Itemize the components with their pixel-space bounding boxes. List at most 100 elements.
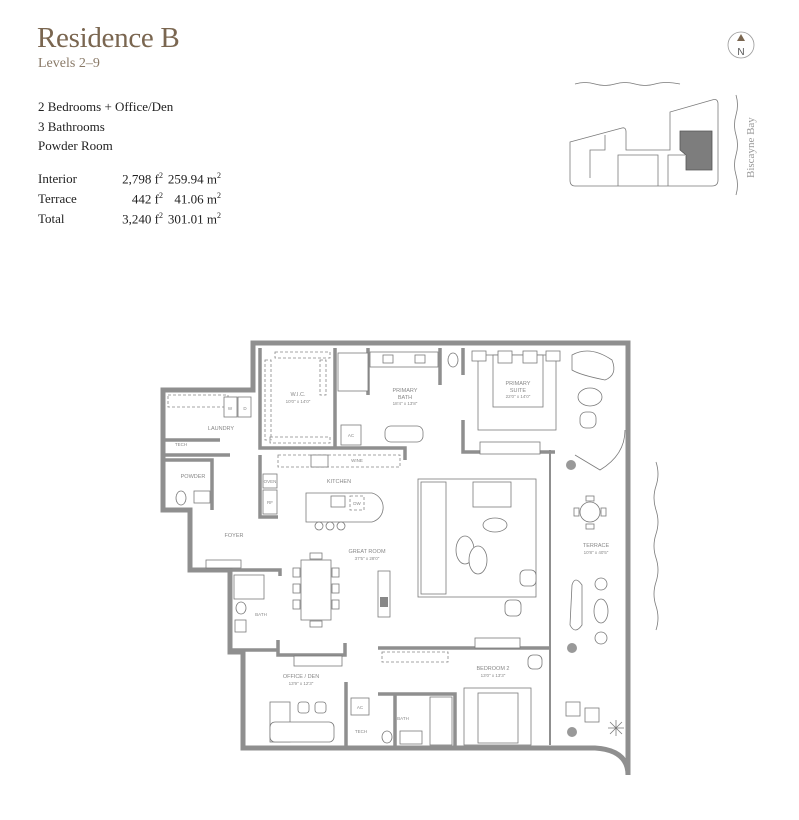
- unit-sup: 2: [159, 211, 163, 220]
- dishwasher: [349, 495, 365, 511]
- unit-sup: 2: [217, 211, 221, 220]
- toilet-icon: [381, 730, 393, 744]
- toilet-icon: [175, 490, 187, 506]
- toilet-icon: [235, 601, 247, 615]
- ottoman: [577, 387, 603, 407]
- laundry-counter: [167, 394, 229, 408]
- unit-sup: 2: [159, 171, 163, 180]
- kitchen-counter: [277, 454, 401, 468]
- oven-label: OVEN: [264, 479, 277, 484]
- sofa: [420, 481, 447, 595]
- room-dim-primary-suite: 22'0" x 14'0": [506, 394, 531, 399]
- area-row-terrace: Terrace 442 f2 41.06 m2: [38, 191, 238, 209]
- room-label-primary-suite-2: SUITE: [510, 388, 527, 394]
- closet: [381, 651, 449, 663]
- room-dim-great-room: 37'5" x 28'0": [355, 556, 380, 561]
- washer-label: W: [228, 406, 233, 411]
- dresser: [474, 637, 521, 649]
- sink-icon: [234, 619, 247, 633]
- area-sqm: 41.06 m: [174, 191, 217, 207]
- water-label: Biscayne Bay: [745, 117, 757, 178]
- armchair: [504, 599, 522, 617]
- sofa: [472, 481, 512, 508]
- armchair: [579, 411, 597, 429]
- feature-bedrooms: 2 Bedrooms + Office/Den: [38, 99, 174, 114]
- area-sqm: 259.94 m: [167, 171, 217, 187]
- ac-unit: [340, 424, 362, 446]
- room-dim-terrace: 10'8" x 40'5": [584, 550, 609, 555]
- dresser: [479, 441, 541, 455]
- foyer-bench: [205, 559, 242, 569]
- room-dim-primary-bath: 18'4" x 13'8": [393, 401, 418, 406]
- ac-label: AC: [348, 433, 355, 438]
- bed: [477, 692, 519, 744]
- room-dim-wic: 10'0" x 14'0": [286, 399, 311, 404]
- interior-walls: [163, 348, 626, 748]
- bathtub: [384, 425, 424, 443]
- washer: [223, 396, 238, 418]
- page-title: Residence B: [37, 22, 180, 54]
- waterline: [653, 461, 659, 631]
- room-dim-office: 13'9" x 12'3": [289, 681, 314, 686]
- compass-label: N: [737, 47, 744, 58]
- chaise-lounge: [571, 350, 615, 381]
- dining-table: [300, 559, 332, 621]
- dryer-label: D: [243, 406, 247, 411]
- dryer: [237, 396, 252, 418]
- area-sqft: 2,798 f: [122, 171, 159, 187]
- bed: [492, 354, 544, 408]
- sink-icon: [330, 495, 346, 508]
- room-label-laundry: LAUNDRY: [208, 426, 235, 432]
- area-row-total: Total 3,240 f2 301.01 m2: [38, 211, 238, 229]
- area-label: Terrace: [38, 191, 77, 206]
- planter: [566, 460, 576, 470]
- room-label-bath: BATH: [255, 612, 267, 617]
- room-dim-bedroom-2: 13'0" x 13'3": [481, 673, 506, 678]
- plant-icon: [608, 720, 624, 736]
- rf-label: RF: [267, 500, 273, 505]
- area-label: Total: [38, 211, 65, 226]
- area-row-interior: Interior 2,798 f2 259.94 m2: [38, 171, 238, 189]
- kitchen-island: [305, 492, 384, 523]
- room-label-bedroom-2: BEDROOM 2: [476, 666, 509, 672]
- room-label-great-room: GREAT ROOM: [348, 549, 385, 555]
- sun-lounger: [584, 707, 600, 723]
- terrace-dining-table: [579, 501, 601, 523]
- sink-icon: [193, 490, 211, 504]
- area-sqm: 301.01 m: [167, 211, 217, 227]
- ac-label: AC: [357, 705, 364, 710]
- armchair: [527, 654, 543, 670]
- refrigerator: [262, 489, 278, 515]
- exterior-wall: [160, 340, 631, 776]
- room-label-wic: W.I.C.: [291, 392, 306, 398]
- room-label-bath: BATH: [397, 716, 409, 721]
- room-label-powder: POWDER: [181, 474, 206, 480]
- toilet-icon: [447, 352, 459, 368]
- armchair: [519, 569, 537, 587]
- feature-powder: Powder Room: [38, 138, 113, 153]
- room-label-terrace: TERRACE: [583, 543, 610, 549]
- shower: [429, 696, 453, 746]
- sink-icon: [414, 354, 426, 364]
- wine-label: WINE: [351, 458, 363, 463]
- area-sqft: 3,240 f: [122, 211, 159, 227]
- room-label-primary-bath-2: BATH: [398, 395, 412, 401]
- wic-closets: [264, 351, 331, 444]
- tech-label: TECH: [175, 442, 187, 447]
- coffee-table: [482, 517, 508, 533]
- unit-sup: 2: [159, 191, 163, 200]
- levels-subtitle: Levels 2–9: [38, 56, 100, 71]
- keyplan: Biscayne Bay: [569, 82, 757, 196]
- room-label-kitchen: KITCHEN: [327, 479, 351, 485]
- terrace-table: [593, 598, 609, 624]
- vanity: [369, 351, 439, 368]
- sun-lounger: [565, 701, 581, 717]
- room-label-primary-suite: PRIMARY: [506, 381, 531, 387]
- tech-label: TECH: [355, 729, 367, 734]
- shower: [233, 574, 265, 600]
- unit-sup: 2: [217, 191, 221, 200]
- area-sqft: 442 f: [131, 191, 159, 207]
- console-table: [377, 570, 391, 618]
